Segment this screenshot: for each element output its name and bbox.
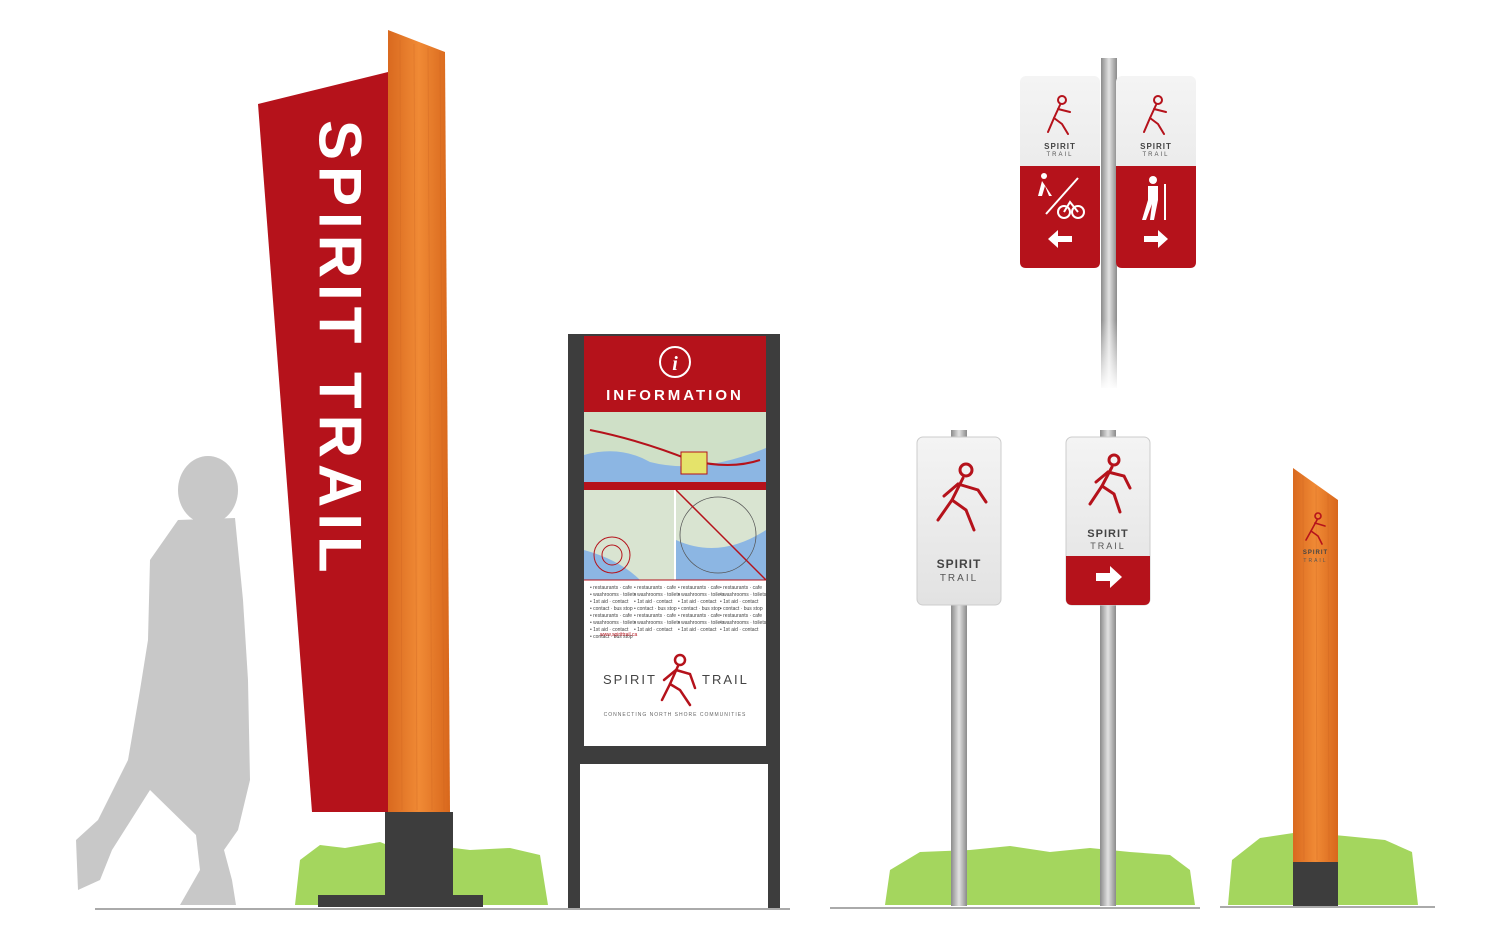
kiosk-brand-right: TRAIL — [702, 672, 749, 687]
top-sign-right — [1116, 76, 1196, 268]
left-arrow-icon — [1048, 230, 1072, 248]
top-sign-right-brand: SPIRIT — [1140, 142, 1172, 151]
top-sign-left-sub: TRAIL — [1046, 152, 1074, 158]
pole-sign-b-sub: TRAIL — [1090, 541, 1126, 551]
kiosk-heading: INFORMATION — [606, 387, 744, 404]
post-sign-base — [1293, 862, 1338, 906]
pole-sign-b-right-arrow-icon — [1096, 566, 1122, 588]
hiking-icon — [1142, 176, 1166, 220]
hiker-icon — [1143, 95, 1167, 135]
top-sign-right-sub: TRAIL — [1142, 152, 1170, 158]
info-kiosk: i — [568, 334, 780, 908]
pole-sign-a — [916, 436, 1002, 606]
bicycle-icon — [1057, 200, 1085, 219]
kiosk-list-col4: • restaurants · cafe• washrooms · toilet… — [720, 585, 767, 633]
pedestrian-icon — [1038, 173, 1052, 196]
info-icon — [659, 346, 691, 378]
hiker-icon — [1047, 95, 1071, 135]
top-sign-left-brand: SPIRIT — [1044, 142, 1076, 151]
kiosk-tagline: CONNECTING NORTH SHORE COMMUNITIES — [603, 712, 747, 718]
kiosk-brand-left: SPIRIT — [603, 672, 657, 687]
pole-sign-b-hiker-icon — [1088, 453, 1132, 514]
post-sign-hiker-icon — [1305, 512, 1326, 545]
wood-grain — [399, 39, 445, 811]
kiosk-list-col2: • restaurants · cafe• washrooms · toilet… — [634, 585, 681, 633]
main-sign-banner — [258, 72, 388, 812]
svg-text:i: i — [672, 353, 678, 375]
kiosk-list-col3: • restaurants · cafe• washrooms · toilet… — [678, 585, 725, 633]
main-sign-title: SPIRIT TRAIL — [306, 120, 374, 579]
divider-slash — [1045, 177, 1079, 215]
pole-sign-a-hiker-icon — [936, 462, 988, 532]
post-sign-sub: TRAIL — [1303, 558, 1328, 564]
top-sign-left — [1020, 76, 1100, 268]
main-sign-plinth — [318, 895, 483, 907]
top-pole — [1101, 58, 1117, 388]
person-silhouette — [76, 456, 250, 905]
kiosk-url: www.spirittrail.ca — [600, 632, 638, 638]
pole-sign-b-brand: SPIRIT — [1087, 528, 1129, 540]
pole-sign-a-brand: SPIRIT — [936, 557, 982, 571]
grass-middle — [885, 846, 1195, 905]
post-sign-brand: SPIRIT — [1302, 550, 1329, 556]
main-sign-wood-column — [388, 30, 450, 812]
right-arrow-icon — [1144, 230, 1168, 248]
pole-sign-a-sub: TRAIL — [939, 573, 979, 584]
main-sign-base — [385, 812, 453, 904]
post-sign-wood — [1293, 468, 1338, 862]
kiosk-hiker-icon — [660, 653, 697, 707]
map-legend-bar — [584, 482, 766, 490]
kiosk-list-col1: • restaurants · cafe• washrooms · toilet… — [590, 585, 637, 640]
